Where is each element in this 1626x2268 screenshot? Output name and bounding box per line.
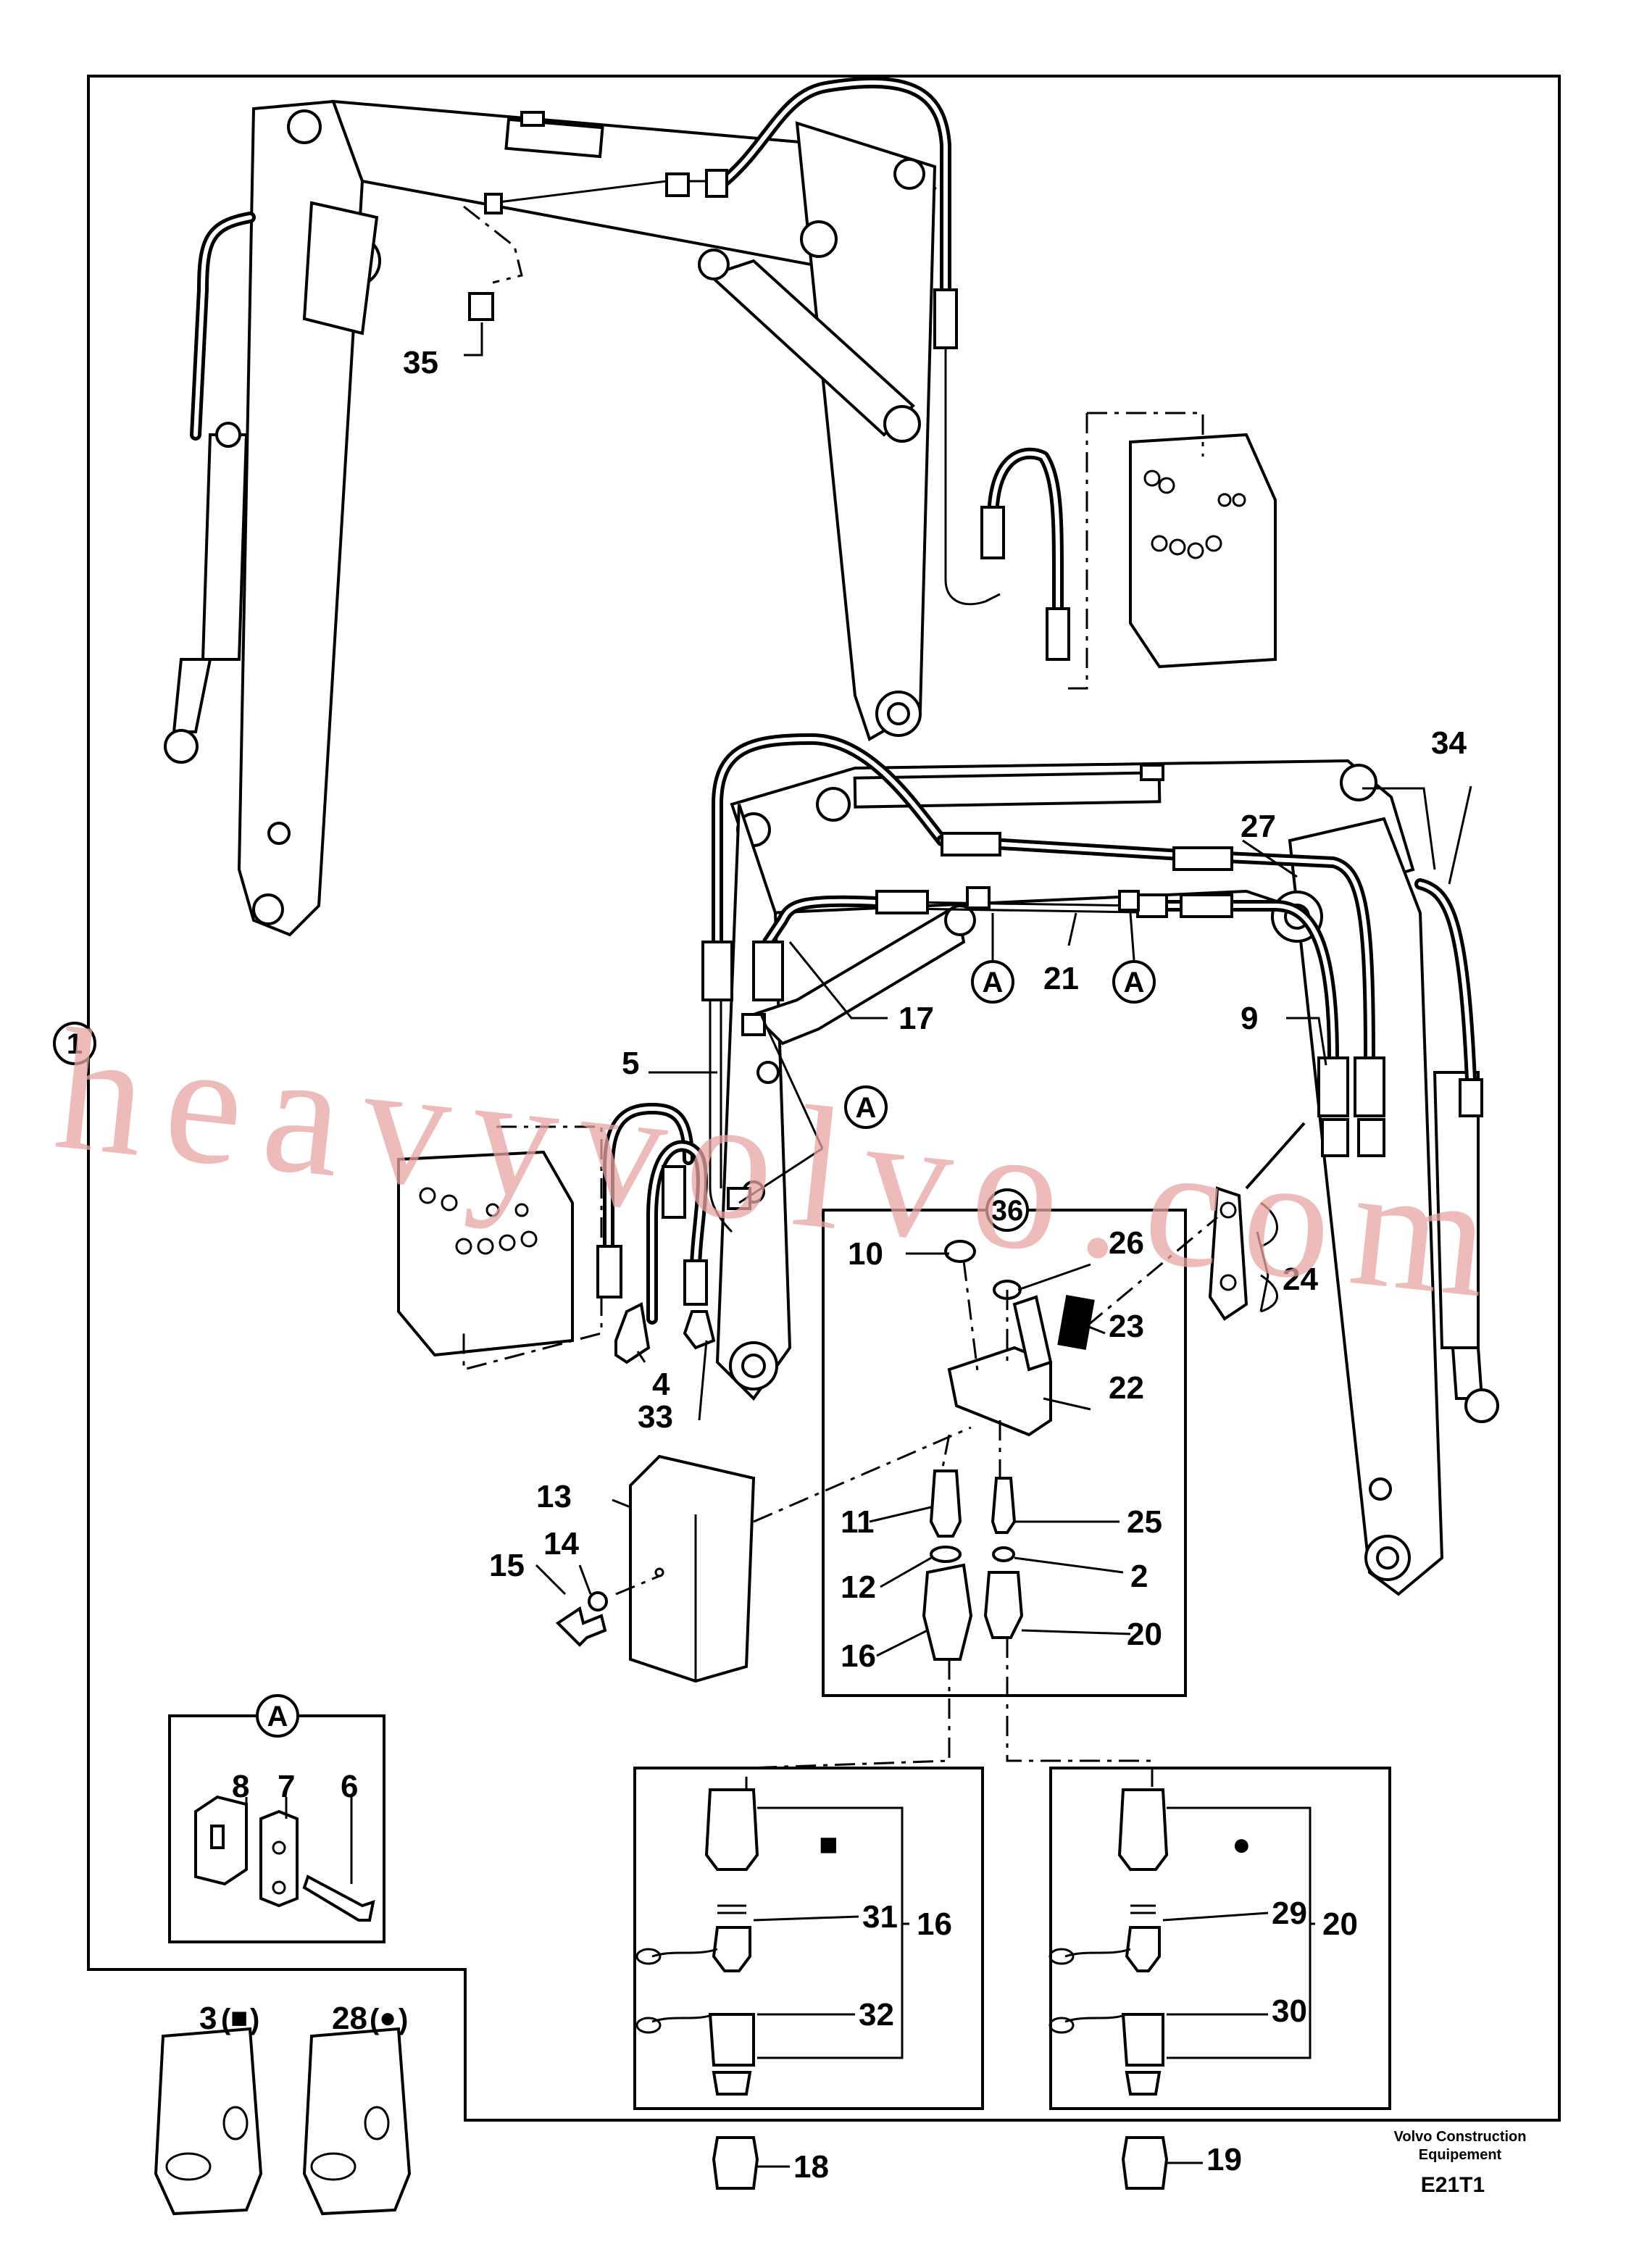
callout-12: 12	[841, 1569, 876, 1605]
symbol-square: ■	[819, 1827, 838, 1862]
marker-a-box: A	[267, 1701, 288, 1733]
bag-28	[302, 2027, 412, 2216]
callout-23: 23	[1109, 1309, 1144, 1344]
callout-17: 17	[899, 1001, 934, 1036]
svg-text:(: (	[221, 2004, 231, 2035]
callout-9: 9	[1241, 1001, 1258, 1036]
detail-box-A	[168, 1694, 385, 1943]
callout-19: 19	[1206, 2142, 1242, 2177]
maker-line-1: Volvo Construction	[1394, 2129, 1527, 2145]
nipple-18	[712, 2136, 759, 2190]
diagram-code: E21T1	[1421, 2173, 1485, 2197]
callout-20: 20	[1127, 1617, 1162, 1652]
maker-line-2: Equipement	[1419, 2147, 1502, 2163]
left-block-assembly	[397, 1103, 716, 1371]
detail-markers	[53, 912, 1156, 1129]
cover-assembly	[555, 1426, 972, 1683]
bag-28-symbol: ●	[379, 2002, 396, 2034]
callout-32: 32	[859, 1997, 894, 2033]
callout-2: 2	[1130, 1559, 1148, 1594]
callout-10: 10	[848, 1236, 883, 1272]
callout-5: 5	[622, 1046, 639, 1081]
coupling-box-16	[633, 1767, 984, 2110]
callout-15: 15	[489, 1548, 525, 1583]
marker-a-1: A	[983, 967, 1004, 998]
callout-34: 34	[1431, 725, 1467, 761]
callout-16-box: 16	[917, 1906, 952, 1942]
nipple-19	[1121, 2136, 1169, 2190]
coupling-box-20	[1048, 1767, 1391, 2110]
callout-27: 27	[1241, 809, 1276, 844]
symbol-circle: ●	[1232, 1827, 1251, 1862]
marker-a-3: A	[856, 1092, 877, 1124]
callout-33: 33	[638, 1399, 673, 1435]
callout-13: 13	[536, 1479, 572, 1514]
svg-text:(: (	[370, 2004, 380, 2035]
callout-24: 24	[1283, 1262, 1318, 1297]
svg-text:): )	[250, 2004, 259, 2035]
callout-25: 25	[1127, 1504, 1162, 1540]
leader-lines	[245, 322, 1472, 2168]
callout-22: 22	[1109, 1370, 1144, 1406]
callout-1: 1	[67, 1028, 83, 1060]
svg-text:): )	[399, 2004, 408, 2035]
marker-a-2: A	[1124, 967, 1145, 998]
callout-18: 18	[793, 2149, 829, 2185]
upper-boom-assembly	[164, 76, 1277, 937]
callout-14: 14	[543, 1526, 579, 1562]
callout-21: 21	[1043, 961, 1079, 996]
callout-16: 16	[841, 1638, 876, 1674]
callout-labels: 35 34 27 21 17 9 5 1 A A A A 36 10 26 23…	[67, 345, 1467, 2185]
callout-30: 30	[1272, 1993, 1307, 2029]
callout-35: 35	[403, 345, 438, 380]
callout-8: 8	[232, 1769, 249, 1804]
callout-11: 11	[841, 1504, 875, 1540]
callout-3: 3	[199, 2001, 217, 2036]
callout-36: 36	[991, 1195, 1024, 1227]
callout-29: 29	[1272, 1896, 1307, 1931]
detail-box-36	[745, 1188, 1218, 1790]
callout-26: 26	[1109, 1225, 1144, 1261]
callout-31: 31	[862, 1899, 898, 1935]
callout-7: 7	[278, 1769, 295, 1804]
bag-3-symbol: ■	[230, 2002, 248, 2034]
callout-6: 6	[341, 1769, 358, 1804]
bag-3	[154, 2027, 263, 2216]
callout-20-box: 20	[1322, 1906, 1358, 1942]
callout-28: 28	[332, 2001, 367, 2036]
callout-4: 4	[652, 1367, 670, 1402]
lower-boom-assembly	[701, 733, 1499, 1596]
main-frame	[87, 75, 1561, 2122]
